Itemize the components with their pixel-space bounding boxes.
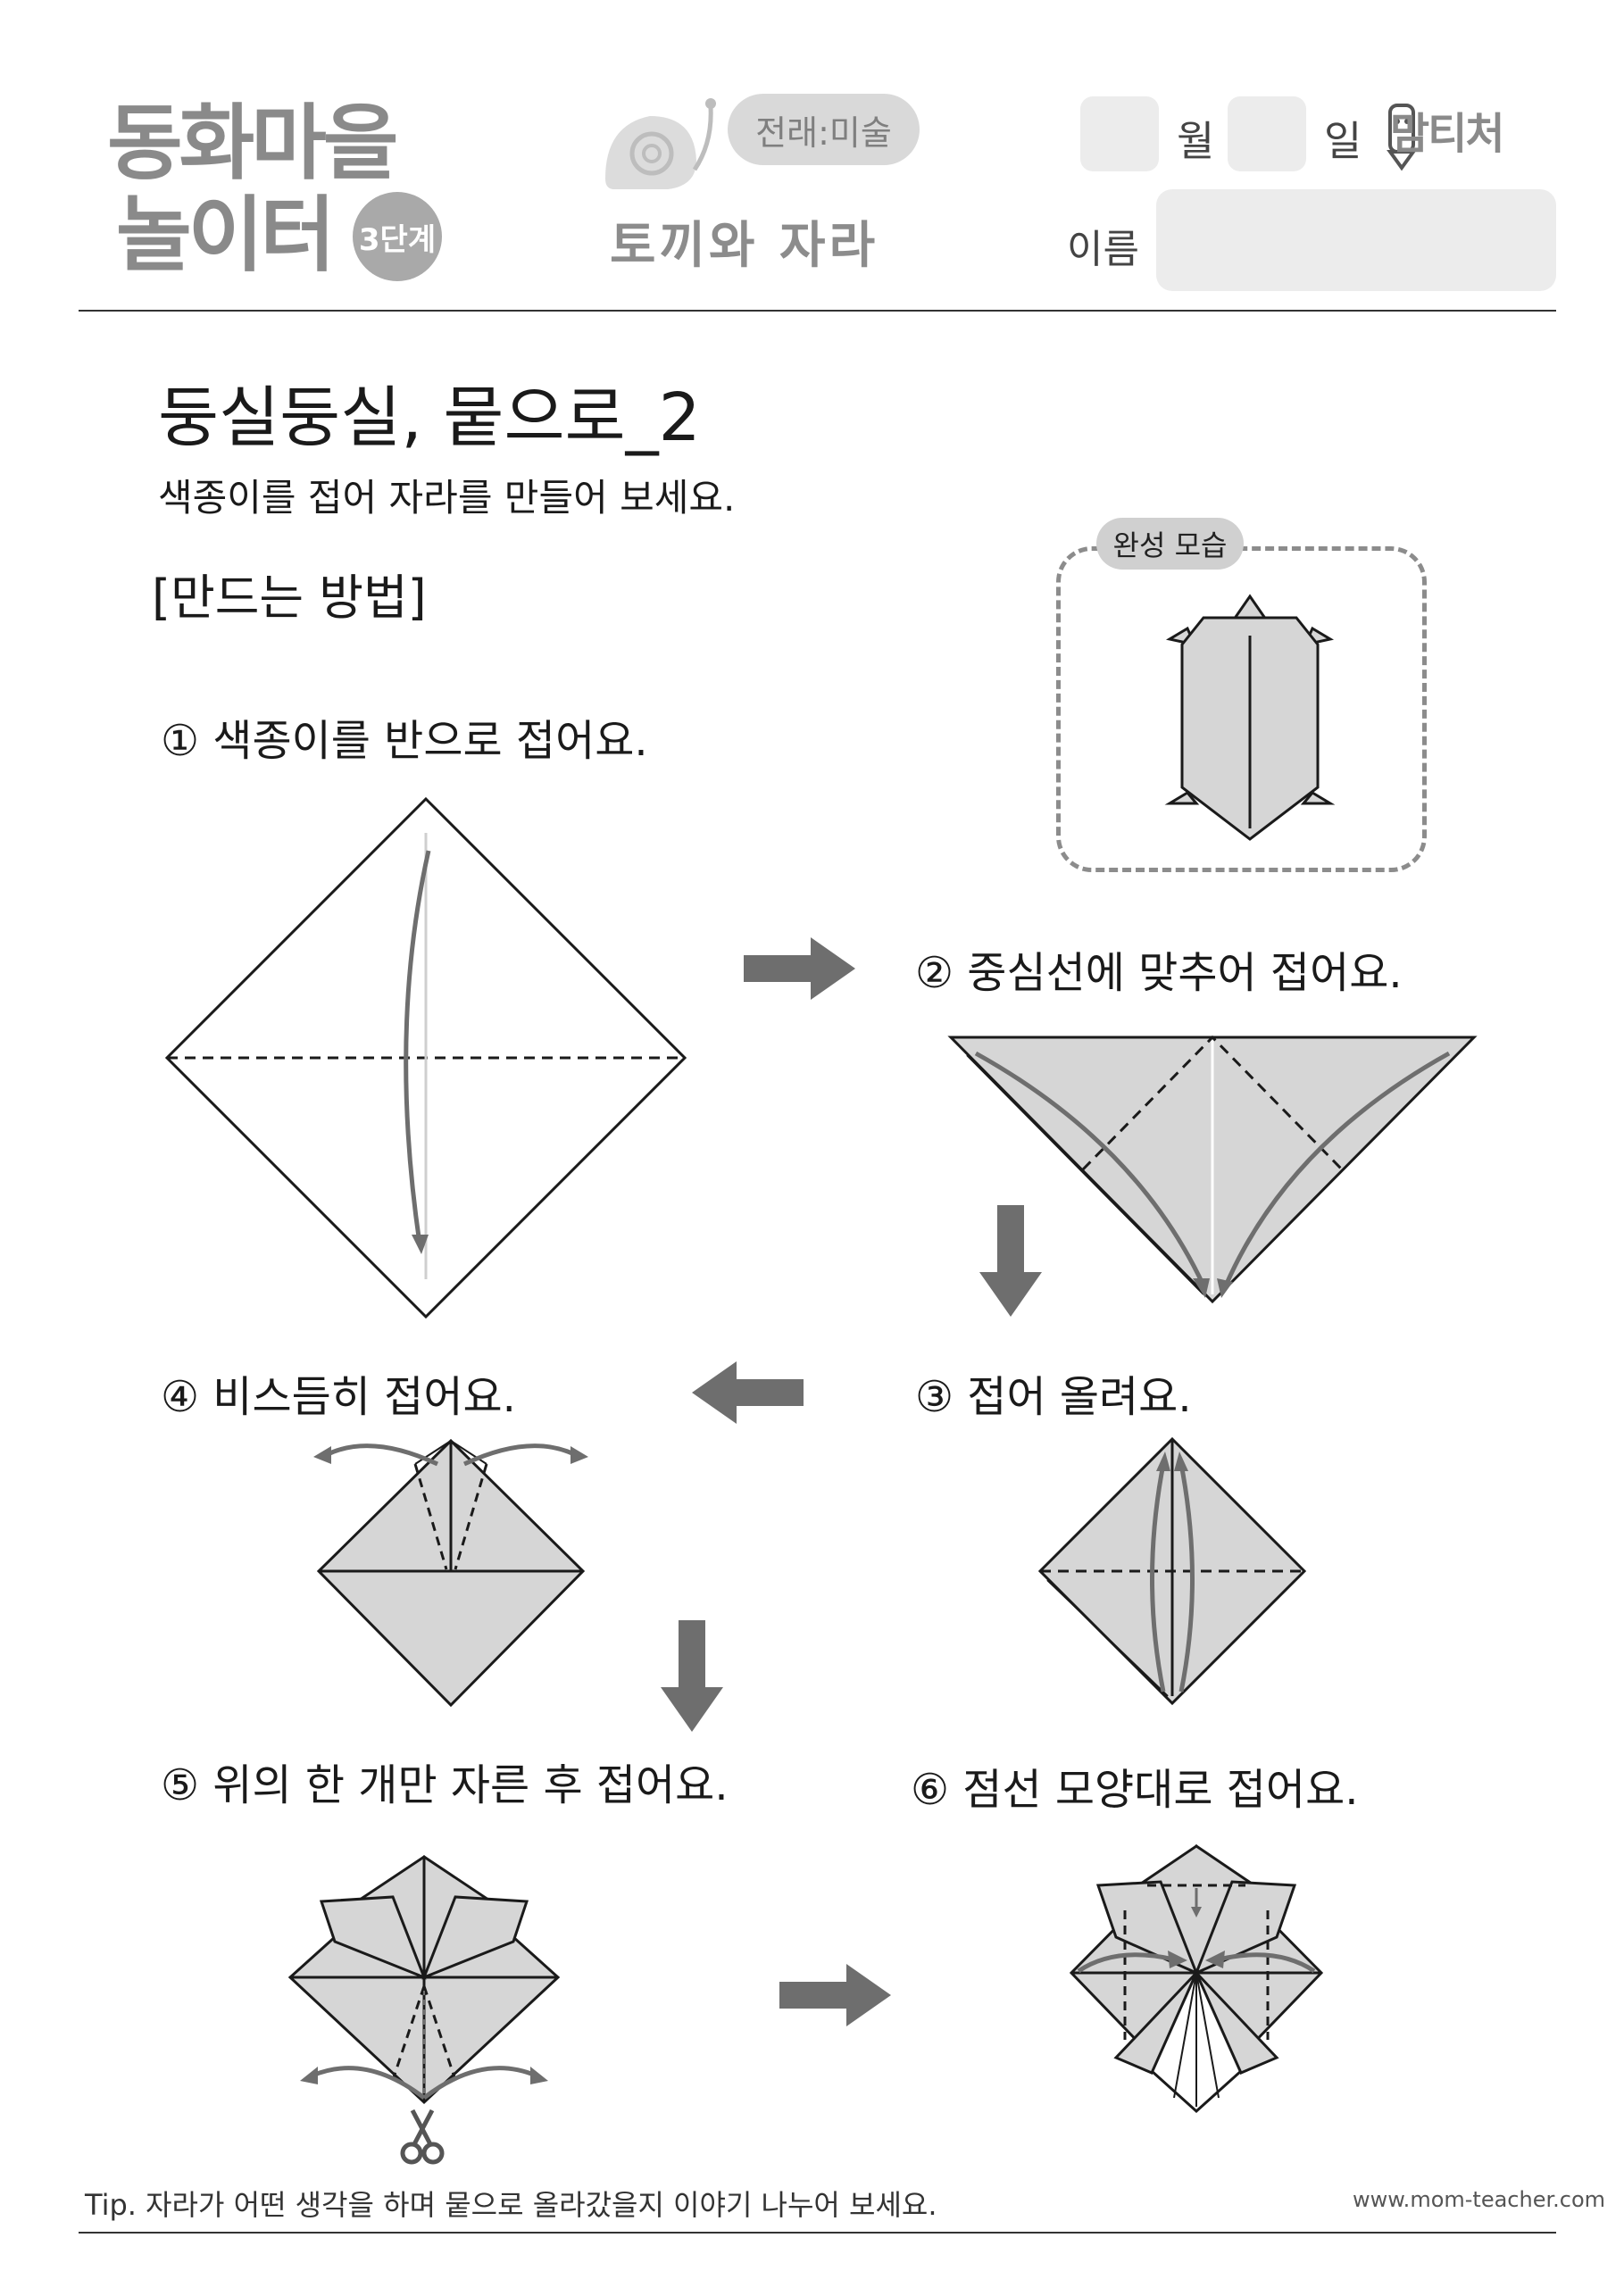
footer-divider (79, 2232, 1556, 2234)
level-badge: 3단계 (353, 192, 442, 281)
next-arrow-down (979, 1205, 1042, 1317)
page-title: 둥실둥실, 뭍으로_2 (158, 379, 701, 456)
next-arrow-right (744, 937, 855, 1000)
step-1-label: ① 색종이를 반으로 접어요. (161, 716, 648, 766)
tip-text: Tip. 자라가 어떤 생각을 하며 뭍으로 올라갔을지 이야기 나누어 보세요… (85, 2188, 937, 2222)
method-heading: [만드는 방법] (152, 570, 427, 626)
next-arrow-down-2 (661, 1620, 723, 1732)
step-5-label: ⑤ 위의 한 개만 자른 후 접어요. (161, 1760, 729, 1810)
pencil-mascot-icon (1387, 104, 1417, 171)
step-4-figure (313, 1438, 588, 1708)
step-4-label: ④ 비스듬히 접어요. (161, 1372, 516, 1422)
step-1-figure (164, 796, 687, 1319)
step-2-label: ② 중심선에 맞추어 접어요. (915, 948, 1403, 998)
snail-icon (605, 98, 716, 189)
scissors-icon (400, 2109, 445, 2165)
story-title: 토끼와 자라 (610, 217, 879, 275)
month-label: 월 (1177, 117, 1215, 165)
step-3-figure (1037, 1436, 1307, 1706)
header-divider (79, 310, 1556, 312)
page-subtitle: 색종이를 접어 자라를 만들어 보세요. (158, 476, 736, 520)
site-url: www.mom-teacher.com (1353, 2187, 1606, 2212)
step-3-label: ③ 접어 올려요. (915, 1372, 1192, 1422)
step-2-figure (947, 1035, 1478, 1304)
step-6-figure (1069, 1843, 1324, 2114)
day-input-box[interactable] (1228, 96, 1306, 171)
logo-line-2: 놀이터 (116, 187, 336, 283)
finished-label: 완성 모습 (1096, 518, 1244, 570)
name-label: 이름 (1067, 227, 1139, 272)
brand-logo: 맘티처 (1390, 109, 1504, 159)
subject-pill: 전래:미술 (728, 94, 920, 165)
month-input-box[interactable] (1080, 96, 1159, 171)
next-arrow-right-2 (779, 1964, 891, 2026)
day-label: 일 (1324, 117, 1362, 165)
name-input-box[interactable] (1156, 189, 1556, 291)
step-5-figure (287, 1854, 561, 2105)
finished-turtle-figure (1164, 594, 1336, 841)
next-arrow-left (692, 1361, 804, 1424)
logo-line-1: 동화마을 (107, 96, 399, 191)
step-6-label: ⑥ 점선 모양대로 접어요. (911, 1765, 1359, 1815)
